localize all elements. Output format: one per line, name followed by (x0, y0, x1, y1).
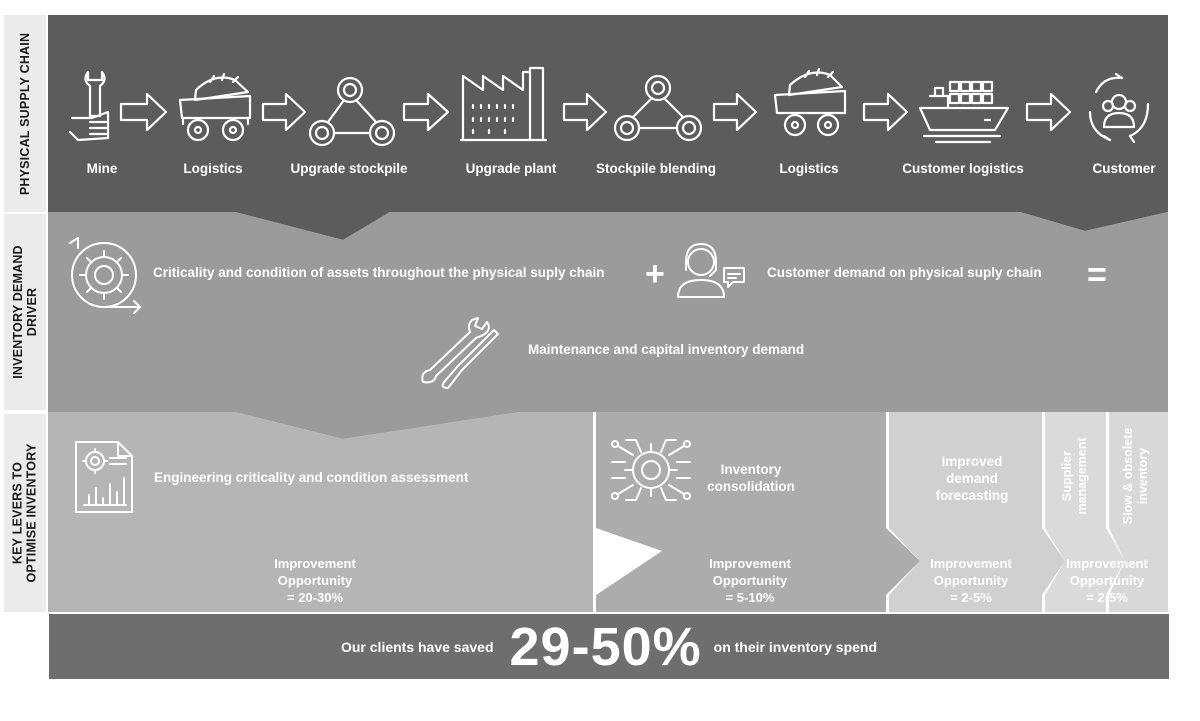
opportunity-engineering: Improvement Opportunity = 20-30% (274, 556, 356, 605)
step-label-logistics: Logistics (183, 161, 243, 176)
opportunity-supplier: Improvement Opportunity = 2-5% (1066, 556, 1148, 605)
wrench-hand-icon (68, 70, 110, 142)
maintenance-demand-text: Maintenance and capital inventory demand (528, 342, 805, 357)
plus-sign: + (645, 255, 665, 293)
arrow-icon (1025, 92, 1072, 132)
engineering-assessment-text: Engineering criticality and condition as… (154, 470, 469, 485)
footer-savings: Our clients have saved 29-50% on their i… (49, 614, 1169, 679)
demand-driver-icons (69, 237, 745, 389)
step-label-logistics-2: Logistics (779, 161, 839, 176)
document-chart-icon (75, 441, 133, 513)
arrow-icon (562, 92, 608, 132)
opportunity-value: = 2-5% (950, 590, 992, 605)
arrow-icon (712, 92, 758, 132)
demand-driver-band (48, 212, 1168, 439)
cargo-ship-icon (918, 80, 1010, 144)
triangle-nodes-icon (308, 76, 396, 147)
haul-truck-icon (178, 72, 252, 142)
gear-cycle-icon (69, 237, 141, 314)
step-label-stockpile-blending: Stockpile blending (595, 161, 717, 176)
customer-demand-text: Customer demand on physical suply chain (767, 265, 1042, 280)
lever-supplier-panel (1045, 412, 1125, 612)
wrench-screwdriver-icon (421, 317, 499, 389)
customer-cycle-icon (1088, 72, 1150, 144)
supply-chain-band (48, 15, 1168, 240)
lever-engineering-panel (48, 412, 593, 612)
footer-band (49, 614, 1169, 679)
arrow-icon (261, 92, 307, 132)
chip-circuit-icon (611, 439, 691, 501)
opportunity-value: = 5-10% (725, 590, 775, 605)
step-label-upgrade-stockpile: Upgrade stockpile (290, 161, 408, 176)
step-label-mine: Mine (86, 161, 118, 176)
inventory-consolidation-text: Inventory consolidation (707, 462, 795, 494)
arrow-icon (862, 92, 909, 132)
arrow-icon (119, 92, 168, 132)
demand-forecasting-text: Improved demand forecasting (935, 454, 1009, 503)
side-label-supply-chain: PHYSICAL SUPPLY CHAIN (4, 15, 46, 212)
arrow-icon (402, 92, 450, 132)
footer-big-value: 29-50% (509, 616, 702, 677)
equals-sign: = (1087, 256, 1107, 294)
supply-chain-icons (68, 66, 1150, 147)
step-label-upgrade-plant: Upgrade plant (465, 161, 557, 176)
opportunity-value: = 20-30% (286, 590, 344, 605)
opportunity-forecasting: Improvement Opportunity = 2-5% (930, 556, 1012, 605)
footer-prefix: Our clients have saved (340, 638, 494, 655)
step-label-customer: Customer (1092, 161, 1156, 176)
headset-agent-icon (677, 243, 745, 298)
assets-criticality-text: Criticality and condition of assets thro… (153, 265, 605, 280)
opportunity-value: = 2-5% (1086, 590, 1128, 605)
triangle-nodes-icon (613, 74, 703, 142)
footer-suffix: on their inventory spend (713, 638, 878, 655)
lever-obsolete-panel (1109, 412, 1168, 612)
opportunity-consolidation: Improvement Opportunity = 5-10% (709, 556, 791, 605)
haul-truck-icon (773, 67, 847, 137)
factory-icon (459, 66, 548, 142)
lever-icons (75, 439, 691, 513)
step-label-customer-logistics: Customer logistics (902, 161, 1024, 176)
lever-forecasting-panel (889, 412, 1065, 612)
